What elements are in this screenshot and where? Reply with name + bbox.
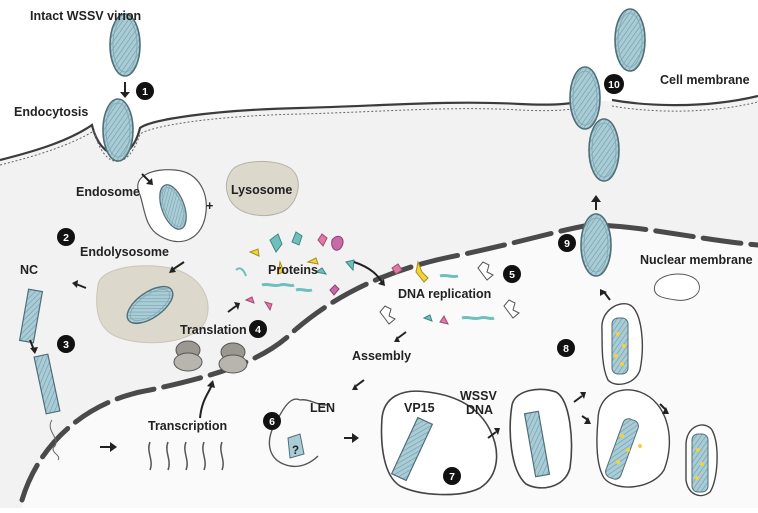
cell-membrane-inner	[0, 105, 589, 166]
svg-text:6: 6	[269, 416, 275, 428]
label-vp15: VP15	[404, 401, 435, 415]
maturing-virion-nc	[523, 410, 551, 478]
virion-released-3	[588, 118, 620, 182]
nuclear-membrane	[19, 222, 758, 503]
svg-text:3: 3	[63, 339, 69, 351]
svg-text:10: 10	[608, 79, 620, 91]
step-badge-3: 3	[57, 335, 75, 353]
step-badge-1: 1	[136, 82, 154, 100]
label-lysosome: Lysosome	[231, 183, 292, 197]
svg-text:7: 7	[449, 471, 455, 483]
label-endocytosis: Endocytosis	[14, 105, 88, 119]
len-cone	[287, 433, 305, 459]
label-len: LEN	[310, 401, 335, 415]
nuclear-virion-1	[601, 303, 643, 386]
viral-proteins	[235, 231, 355, 312]
virion-released-2	[569, 66, 601, 130]
label-cell-membrane: Cell membrane	[660, 73, 750, 87]
step-badge-2: 2	[57, 228, 75, 246]
assembly-nc	[390, 416, 434, 482]
virion-exiting-nucleus	[580, 213, 612, 277]
svg-text:8: 8	[563, 343, 569, 355]
label-nuclear-membrane: Nuclear membrane	[640, 253, 753, 267]
step-badge-6: 6	[263, 412, 281, 430]
label-transcription: Transcription	[148, 419, 227, 433]
step-badge-5: 5	[503, 265, 521, 283]
svg-text:1: 1	[142, 86, 148, 98]
cell-membrane	[0, 98, 589, 162]
label-question: ?	[292, 445, 299, 457]
nucleocapsid-entering-nucleus	[33, 353, 61, 461]
ribosome-1	[173, 340, 203, 372]
nuclear-virion-3	[685, 424, 718, 497]
label-dna-replication: DNA replication	[398, 287, 491, 301]
svg-text:2: 2	[63, 232, 69, 244]
ribosome-2	[218, 342, 248, 374]
label-assembly: Assembly	[352, 349, 411, 363]
label-translation: Translation	[180, 323, 247, 337]
step-badge-8: 8	[557, 339, 575, 357]
process-arrows	[29, 82, 669, 452]
label-nc: NC	[20, 263, 38, 277]
step-badge-9: 9	[558, 234, 576, 252]
label-endolysosome: Endolysosome	[80, 245, 169, 259]
virion-released-1	[614, 8, 646, 72]
step-badge-4: 4	[249, 320, 267, 338]
virion-intact	[109, 13, 141, 77]
label-endosome: Endosome	[76, 185, 140, 199]
len-membrane-tail	[299, 399, 331, 406]
cell-membrane-right	[611, 94, 758, 107]
svg-text:9: 9	[564, 238, 570, 250]
len-membrane	[268, 398, 319, 468]
label-wssv: WSSV	[460, 389, 497, 403]
step-badge-7: 7	[443, 467, 461, 485]
label-proteins: Proteins	[268, 263, 318, 277]
virion-endocytosis	[102, 98, 134, 162]
nucleocapsid-nc	[18, 288, 44, 344]
nuclear-virion-2	[596, 389, 671, 488]
label-intact-virion: Intact WSSV virion	[30, 9, 141, 23]
label-plus: +	[206, 199, 213, 213]
empty-vesicle	[653, 273, 700, 301]
replication-products	[379, 260, 520, 325]
label-dna: DNA	[466, 403, 493, 417]
svg-text:5: 5	[509, 269, 515, 281]
svg-text:4: 4	[255, 324, 261, 336]
nucleus	[22, 225, 758, 508]
lysosome-shape	[225, 160, 299, 216]
step-badge-10: 10	[604, 74, 624, 94]
mrna-transcripts	[148, 441, 224, 471]
